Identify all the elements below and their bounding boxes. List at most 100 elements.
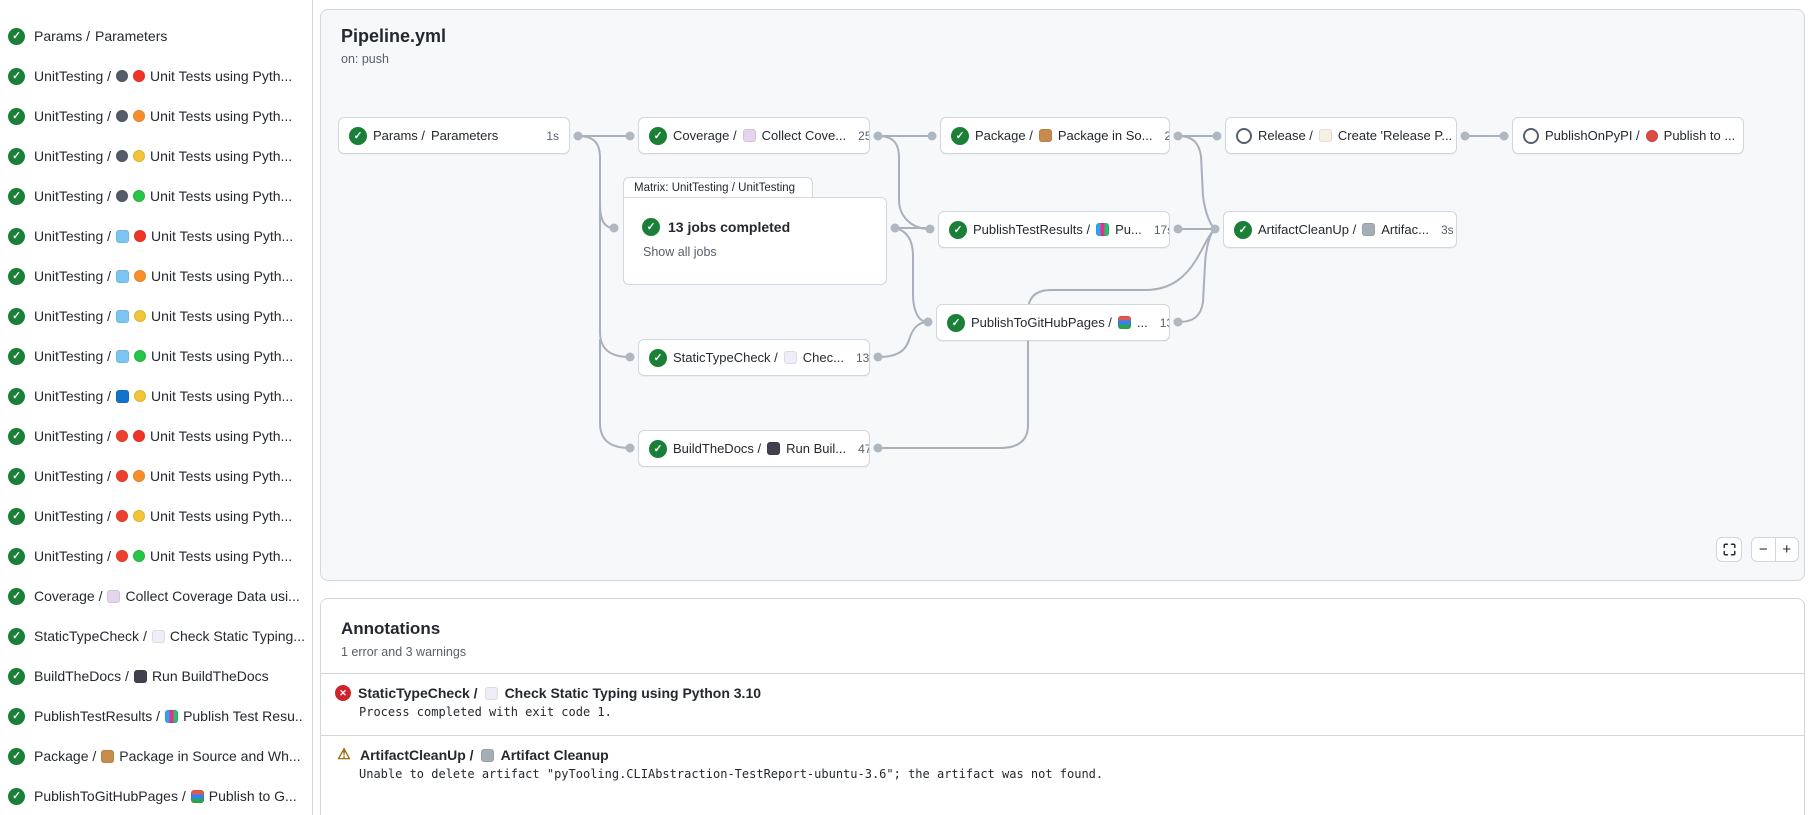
node-job-name: Package /: [975, 128, 1033, 143]
success-icon: ✓: [8, 507, 25, 525]
annotation-title[interactable]: ⚠ArtifactCleanUp /Artifact Cleanup: [335, 747, 1784, 764]
matrix-group-tab[interactable]: Matrix: UnitTesting / UnitTesting: [623, 177, 813, 198]
node-job-name: StaticTypeCheck /: [673, 350, 778, 365]
graph-node-ptr[interactable]: ✓PublishTestResults /Pu...17s: [938, 211, 1170, 248]
sidebar-item-ut-ice-green[interactable]: ✓UnitTesting /Unit Tests using Pyth...: [0, 336, 312, 376]
show-all-jobs-link[interactable]: Show all jobs: [643, 245, 717, 259]
success-icon: ✓: [8, 587, 25, 605]
job-name: UnitTesting /: [34, 468, 112, 484]
job-label: UnitTesting /Unit Tests using Pyth...: [34, 228, 293, 244]
eyes-icon: [783, 351, 797, 364]
sidebar-item-ut-linux-red[interactable]: ✓UnitTesting /Unit Tests using Pyth...: [0, 56, 312, 96]
job-label: UnitTesting / Unit Tests using Pyth...: [34, 508, 292, 524]
ice-icon: [116, 269, 130, 283]
fullscreen-button[interactable]: [1716, 537, 1742, 562]
eyes-icon: [484, 686, 498, 700]
success-icon: ✓: [949, 220, 967, 239]
sidebar-item-ut-linux-yellow[interactable]: ✓UnitTesting /Unit Tests using Pyth...: [0, 136, 312, 176]
job-name: UnitTesting /: [34, 548, 112, 564]
skipped-icon: [1236, 127, 1252, 144]
graph-node-coverage[interactable]: ✓Coverage /Collect Cove...25s: [638, 117, 870, 154]
annotation-job-name: StaticTypeCheck /: [358, 685, 478, 701]
success-icon: ✓: [649, 126, 667, 145]
job-label: UnitTesting /Unit Tests using Pyth...: [34, 348, 293, 364]
sidebar-item-ut-ice-red[interactable]: ✓UnitTesting /Unit Tests using Pyth...: [0, 216, 312, 256]
node-duration: 25s: [1159, 129, 1170, 143]
node-job-name: Coverage /: [673, 128, 737, 143]
fullscreen-icon: [1722, 543, 1736, 556]
sidebar-item-publishtestresults[interactable]: ✓PublishTestResults /Publish Test Resu..…: [0, 696, 312, 736]
pipeline-graph-card: Pipeline.yml on: push: [320, 9, 1805, 581]
job-title: Unit Tests using Pyth...: [150, 508, 293, 524]
annotation-title[interactable]: ✕StaticTypeCheck /Check Static Typing us…: [335, 685, 1784, 701]
success-icon: ✓: [8, 187, 25, 205]
job-label: UnitTesting /Unit Tests using Pyth...: [34, 428, 292, 444]
job-label: PublishTestResults /Publish Test Resu...: [34, 708, 304, 724]
sidebar-item-buildthedocs[interactable]: ✓BuildTheDocs /Run BuildTheDocs: [0, 656, 312, 696]
job-name: UnitTesting /: [34, 508, 112, 524]
job-title: Unit Tests using Pyth...: [150, 108, 293, 124]
success-icon: ✓: [951, 126, 969, 145]
matrix-group-box[interactable]: ✓ 13 jobs completed Show all jobs: [623, 197, 887, 285]
sidebar-item-ut-linux-green[interactable]: ✓ UnitTesting / Unit Tests using Pyth...: [0, 176, 312, 216]
sidebar-item-ut-ice-orange[interactable]: ✓UnitTesting /Unit Tests using Pyth...: [0, 256, 312, 296]
error-icon: ✕: [335, 685, 351, 701]
py-yellow-icon: [134, 310, 147, 322]
graph-node-stc[interactable]: ✓StaticTypeCheck /Chec...13s: [638, 339, 870, 376]
sidebar-item-statictypecheck[interactable]: ✓ StaticTypeCheck /Check Static Typing...: [0, 616, 312, 656]
penguin-icon: [116, 110, 129, 122]
zoom-out-button[interactable]: −: [1752, 538, 1776, 561]
job-label: UnitTesting /Unit Tests using Pyth...: [34, 108, 292, 124]
sidebar-item-ut-linux-orange[interactable]: ✓ UnitTesting /Unit Tests using Pyth...: [0, 96, 312, 136]
sidebar-item-coverage[interactable]: ✓Coverage /Collect Coverage Data usi...: [0, 576, 312, 616]
job-title: Unit Tests using Pyth...: [150, 548, 293, 564]
graph-node-acu[interactable]: ✓ArtifactCleanUp /Artifac...3s: [1223, 211, 1457, 248]
sidebar-item-ut-apple-green[interactable]: ✓ UnitTesting / Unit Tests using Pyth...: [0, 536, 312, 576]
job-label: Package /Package in Source and Wh...: [34, 748, 301, 764]
success-icon: ✓: [8, 547, 25, 565]
success-icon: ✓: [349, 126, 367, 145]
sidebar-item-package[interactable]: ✓Package /Package in Source and Wh...: [0, 736, 312, 776]
job-name: BuildTheDocs /: [34, 668, 129, 684]
graph-node-release[interactable]: Release /Create 'Release P...: [1225, 117, 1457, 154]
apple-icon: [116, 550, 129, 562]
job-label: UnitTesting /Unit Tests using Pyth...: [34, 268, 293, 284]
graph-node-pypi[interactable]: PublishOnPyPI /Publish to ...: [1512, 117, 1744, 154]
node-job-title: Package in So...: [1057, 128, 1153, 143]
node-job-name: PublishTestResults /: [973, 222, 1091, 237]
success-icon: ✓: [8, 147, 25, 165]
node-job-title: Publish to ...: [1663, 128, 1736, 143]
job-name: Params /: [34, 28, 91, 44]
graph-node-btd[interactable]: ✓BuildTheDocs /Run Buil...47s: [638, 430, 870, 467]
sidebar-item-ut-apple-orange[interactable]: ✓UnitTesting /Unit Tests using Pyth...: [0, 456, 312, 496]
node-job-name: PublishToGitHubPages /: [971, 315, 1112, 330]
sidebar-item-publishtoghpages[interactable]: ✓PublishToGitHubPages /Publish to G...: [0, 776, 312, 815]
success-icon: ✓: [8, 627, 25, 645]
sidebar-item-params[interactable]: ✓Params /Parameters: [0, 16, 312, 56]
sidebar-item-ut-apple-yellow[interactable]: ✓ UnitTesting / Unit Tests using Pyth...: [0, 496, 312, 536]
job-name: Coverage /: [34, 588, 103, 604]
py-yellow-icon: [134, 390, 147, 402]
node-duration: 13s: [855, 350, 870, 365]
job-name: UnitTesting /: [34, 308, 112, 324]
node-job-name: Release /: [1258, 128, 1313, 143]
sidebar-item-ut-ice-yellow[interactable]: ✓UnitTesting /Unit Tests using Pyth...: [0, 296, 312, 336]
job-label: StaticTypeCheck /Check Static Typing...: [34, 628, 304, 644]
job-name: UnitTesting /: [34, 188, 112, 204]
success-icon: ✓: [8, 107, 25, 125]
node-job-title: Pu...: [1115, 222, 1142, 237]
py-green-icon: [133, 190, 146, 202]
chart-up-icon: [107, 589, 121, 603]
sidebar-item-ut-apple-red[interactable]: ✓UnitTesting /Unit Tests using Pyth...: [0, 416, 312, 456]
graph-node-ptghp[interactable]: ✓PublishToGitHubPages /...13s: [936, 304, 1170, 341]
graph-node-package[interactable]: ✓ Package / Package in So... 25s: [940, 117, 1170, 154]
job-title: Unit Tests using Pyth...: [150, 468, 293, 484]
job-title: Unit Tests using Pyth...: [150, 188, 293, 204]
zoom-in-button[interactable]: +: [1776, 538, 1799, 561]
sidebar-item-ut-windows-yellow[interactable]: ✓UnitTesting /Unit Tests using Pyth...: [0, 376, 312, 416]
job-title: Check Static Typing...: [169, 628, 304, 644]
node-job-title: Collect Cove...: [761, 128, 847, 143]
